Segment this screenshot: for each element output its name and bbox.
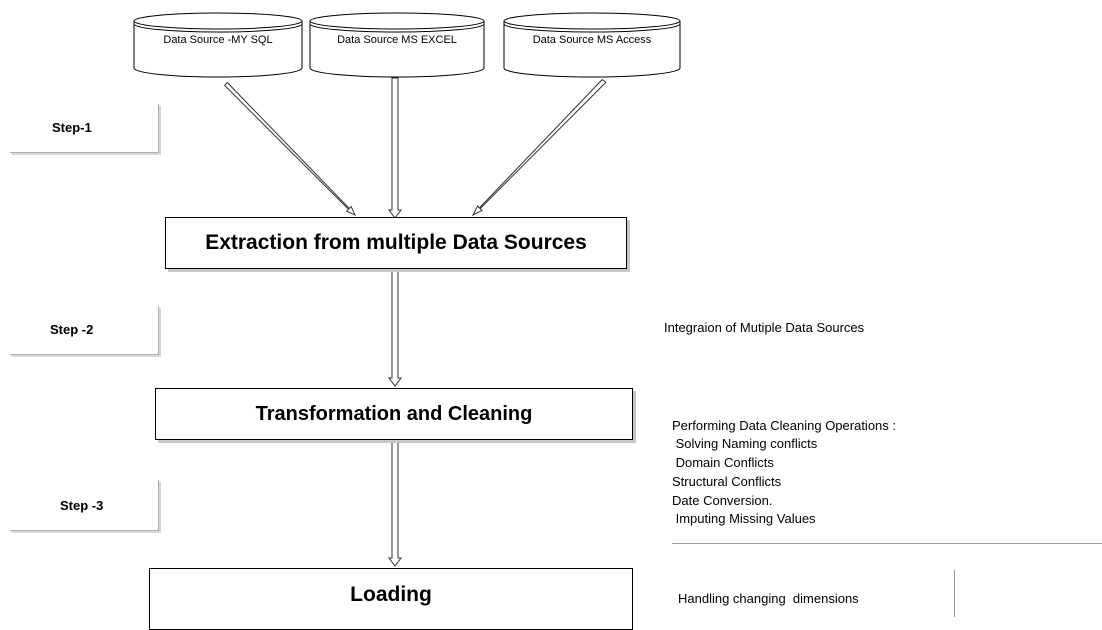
- cleaning-note-line: Date Conversion.: [672, 493, 773, 508]
- data-source-mysql: Data Source -MY SQL: [133, 12, 303, 78]
- database-cylinder-icon: [309, 12, 485, 78]
- arrow-transformation-to-loading: [388, 439, 402, 567]
- step-label: Step-1: [52, 120, 92, 135]
- arrow-extraction-to-transformation: [388, 267, 402, 387]
- step-3-marker: Step -3: [10, 480, 159, 531]
- step-label: Step -2: [50, 322, 94, 337]
- cleaning-note-line: Solving Naming conflicts: [672, 436, 818, 451]
- step-label: Step -3: [60, 498, 104, 513]
- arrow-mysql-to-extraction: [223, 81, 357, 217]
- data-source-ms-excel: Data Source MS EXCEL: [309, 12, 485, 78]
- loading-box: Loading: [149, 568, 633, 630]
- extraction-label: Extraction from multiple Data Sources: [205, 231, 587, 254]
- cleaning-note-line: Structural Conflicts: [672, 474, 782, 489]
- transformation-box: Transformation and Cleaning: [155, 388, 633, 440]
- data-source-label: Data Source MS Access: [532, 34, 652, 46]
- data-source-ms-access: Data Source MS Access: [503, 12, 681, 78]
- divider-line: [672, 543, 1102, 544]
- loading-note: Handling changing dimensions: [678, 591, 859, 606]
- step-1-marker: Step-1: [10, 104, 159, 153]
- cleaning-note-line: Domain Conflicts: [672, 455, 774, 470]
- step-2-marker: Step -2: [10, 306, 159, 355]
- arrow-access-to-extraction: [471, 78, 607, 217]
- integration-note: Integraion of Mutiple Data Sources: [664, 320, 865, 335]
- connector-arrows: [223, 77, 607, 567]
- loading-label: Loading: [350, 583, 432, 606]
- transformation-label: Transformation and Cleaning: [255, 403, 533, 425]
- data-source-label: Data Source -MY SQL: [163, 34, 273, 46]
- divider-line-vertical: [954, 570, 955, 617]
- extraction-box: Extraction from multiple Data Sources: [165, 217, 627, 269]
- arrow-excel-to-extraction: [388, 77, 402, 219]
- data-source-label: Data Source MS EXCEL: [337, 34, 457, 46]
- database-cylinder-icon: [503, 12, 681, 78]
- cleaning-note-line: Performing Data Cleaning Operations :: [672, 418, 897, 433]
- database-cylinder-icon: [133, 12, 303, 78]
- cleaning-note-line: Imputing Missing Values: [672, 511, 816, 526]
